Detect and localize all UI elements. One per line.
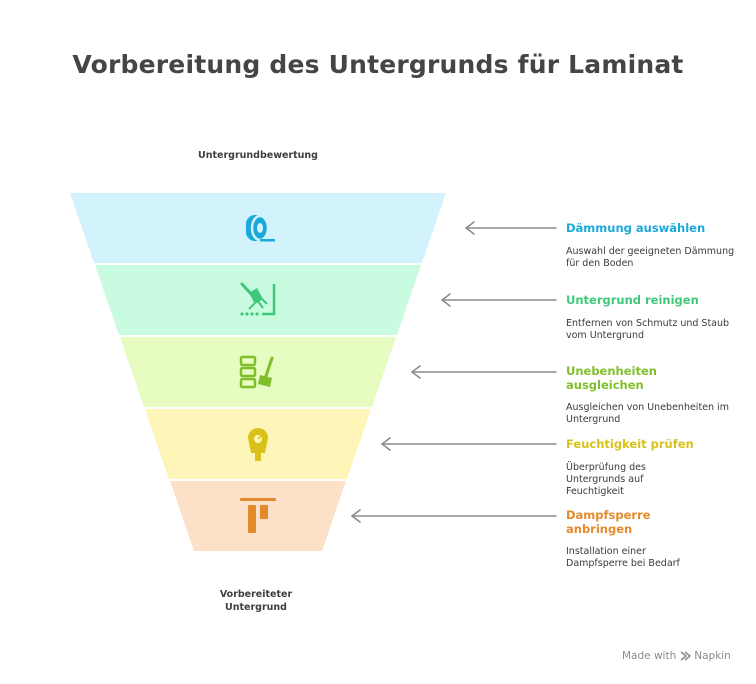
napkin-brand-text: Napkin (694, 650, 731, 662)
step-2-title: Untergrund reinigen (566, 293, 699, 307)
step-1-description: Auswahl der geeigneten Dämmung für den B… (566, 246, 735, 269)
funnel-bottom-label: Vorbereiteter Untergrund (219, 589, 293, 613)
made-with-text: Made with (622, 650, 677, 662)
arrow-5 (351, 509, 557, 523)
arrow-2 (441, 293, 557, 307)
step-4-title: Feuchtigkeit prüfen (566, 437, 694, 451)
arrow-4 (381, 437, 557, 451)
arrow-1 (465, 221, 557, 235)
funnel-layer-5 (170, 481, 346, 551)
funnel-top-label: Untergrundbewertung (198, 150, 318, 161)
tape-roll-icon (246, 214, 275, 242)
funnel-layer-3 (120, 337, 396, 407)
page-title: Vorbereitung des Untergrunds für Laminat (72, 50, 684, 79)
broom-icon (240, 282, 276, 316)
moisture-meter-icon (248, 428, 268, 461)
barrier-icon (240, 498, 276, 533)
step-5-description: Installation einer Dampfsperre bei Bedar… (566, 546, 680, 569)
arrow-3 (411, 365, 557, 379)
napkin-logo-icon (680, 651, 692, 661)
step-3-title: Unebenheiten ausgleichen (566, 364, 657, 392)
step-5-title: Dampfsperre anbringen (566, 508, 651, 536)
step-4-description: Überprüfung des Untergrunds auf Feuchtig… (566, 462, 646, 497)
step-2-description: Entfernen von Schmutz und Staub vom Unte… (566, 318, 730, 341)
step-3-description: Ausgleichen von Unebenheiten im Untergru… (566, 402, 729, 425)
napkin-credit[interactable]: Made with Napkin (622, 650, 731, 662)
step-1-title: Dämmung auswählen (566, 221, 706, 235)
trowel-icon (239, 355, 274, 389)
